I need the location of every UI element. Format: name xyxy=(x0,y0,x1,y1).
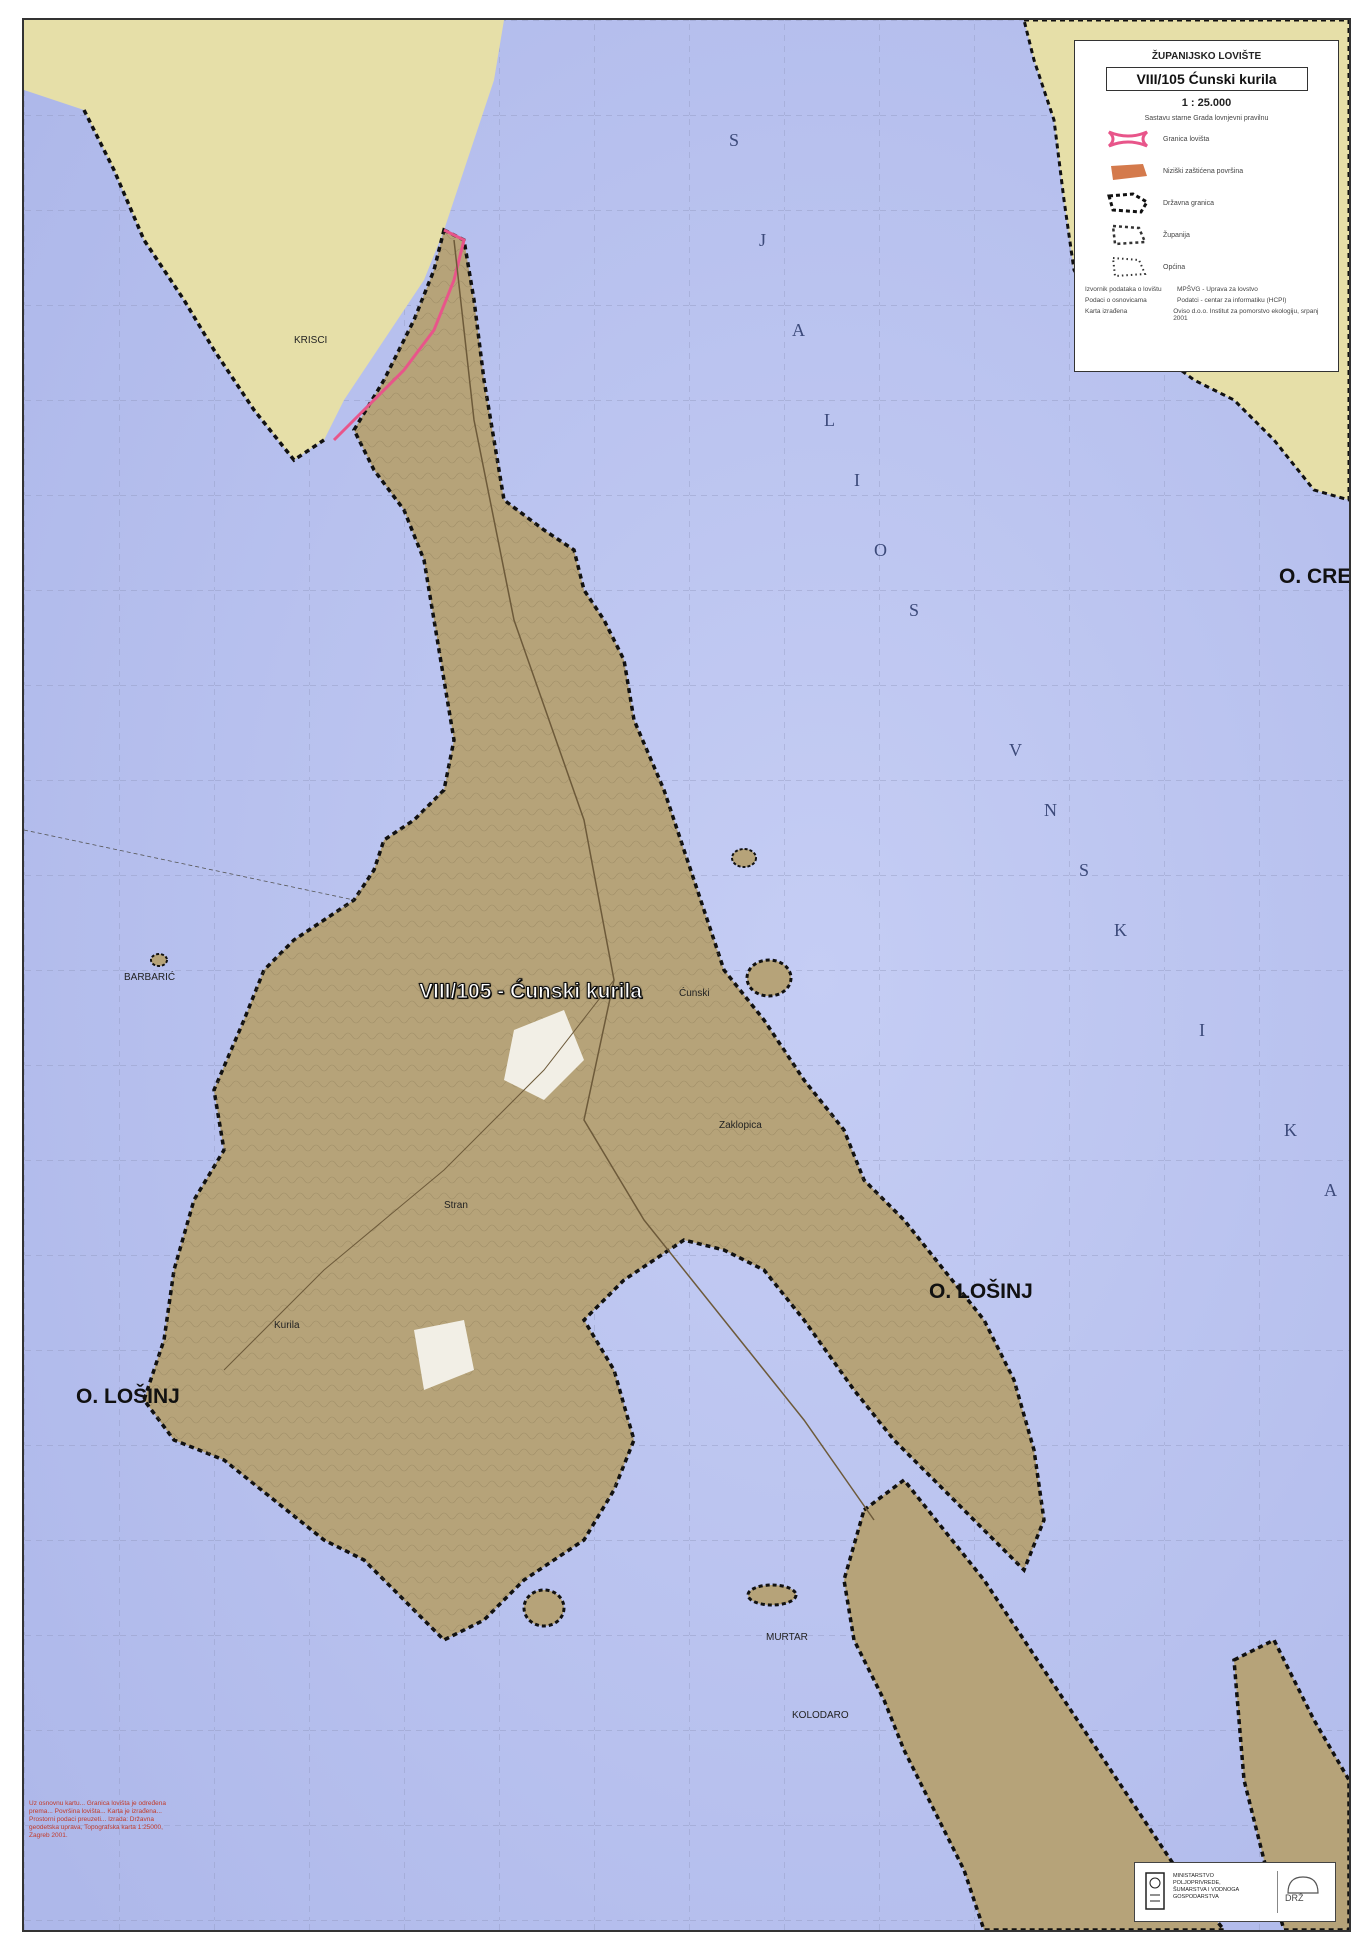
pink-outline-icon xyxy=(1107,130,1149,148)
legend-label: Županija xyxy=(1163,231,1190,239)
legend-row: Državna granica xyxy=(1085,188,1328,218)
black-dashed-outline-icon xyxy=(1107,192,1150,214)
legend-label: Općina xyxy=(1163,263,1186,271)
sea-letter: A xyxy=(792,320,805,340)
ministry-logo-icon xyxy=(1145,1872,1165,1910)
legend-row: Županija xyxy=(1085,220,1328,250)
sea-letter: I xyxy=(854,470,860,490)
clearing-2 xyxy=(414,1320,474,1390)
ferry-line xyxy=(24,829,355,901)
legend-subtitle: Sastavu starne Grada lovnjevni pravilnu xyxy=(1144,115,1269,122)
map-legend: ŽUPANIJSKO LOVIŠTE VIII/105 Ćunski kuril… xyxy=(1074,40,1339,372)
small-island-1 xyxy=(745,958,793,998)
map-notes: Uz osnovnu kartu... Granica lovišta je o… xyxy=(29,1800,166,1839)
sea-letter: N xyxy=(1044,800,1057,820)
sea-letter: K xyxy=(1284,1120,1297,1140)
sea-letter: S xyxy=(1079,860,1090,880)
sea-letter: J xyxy=(759,230,767,250)
north-coast xyxy=(82,109,325,463)
place-label: KOLODARO xyxy=(792,1710,849,1721)
meta-value: Podatci - centar za informatiku (HCPI) xyxy=(1177,297,1287,304)
sea-letter: S xyxy=(729,130,740,150)
island-label-losinj-east: O. LOŠINJ xyxy=(929,1280,1033,1303)
small-island-4 xyxy=(731,848,757,868)
legend-meta-row: Izvornik podataka o lovištu MPŠVG - Uprav… xyxy=(1085,286,1328,293)
southeast-land-2 xyxy=(1232,1637,1349,1930)
tree-logo-icon xyxy=(1277,1871,1319,1913)
legend-label: Državna granica xyxy=(1163,199,1214,207)
ministry-logo-text: MINISTARSTVO POLJOPRIVREDE, ŠUMARSTVA I … xyxy=(1173,1873,1239,1900)
legend-row: Niziški zaštićena površina xyxy=(1085,156,1328,186)
hunting-ground-label: VIII/105 - Ćunski kurila xyxy=(419,980,643,1004)
dotted-outline-icon xyxy=(1111,256,1147,278)
second-logo-text: DRŽ xyxy=(1285,1893,1304,1903)
sea-letter: K xyxy=(1114,920,1127,940)
place-label: Kurila xyxy=(274,1320,300,1331)
secondary-road xyxy=(223,979,615,1371)
small-island-2 xyxy=(522,1588,566,1628)
meta-key: Podaci o osnovicama xyxy=(1085,297,1147,304)
place-label: Ćunski xyxy=(679,988,710,999)
island-label-cres: O. CRES xyxy=(1279,565,1351,588)
terrain-hatch xyxy=(144,230,1044,1640)
north-land xyxy=(24,20,504,460)
map-frame: S J A L I O S V N S K I K A O. CRES O. L… xyxy=(22,18,1351,1932)
main-road xyxy=(453,239,875,1521)
place-label: KRISCI xyxy=(294,335,328,346)
legend-meta-row: Karta izrađena Oviso d.o.o. Institut za p… xyxy=(1085,308,1328,322)
pink-boundary xyxy=(332,228,466,442)
dashed-outline-icon xyxy=(1111,224,1147,246)
meta-value: MPŠVG - Uprava za lovstvo xyxy=(1177,286,1258,293)
island-label-losinj-west: O. LOŠINJ xyxy=(76,1385,180,1408)
legend-title: VIII/105 Ćunski kurila xyxy=(1105,67,1308,91)
sea-letter: O xyxy=(874,540,887,560)
sea-letter: L xyxy=(824,410,835,430)
logo-box: MINISTARSTVO POLJOPRIVREDE, ŠUMARSTVA I … xyxy=(1134,1862,1336,1922)
legend-row: Općina xyxy=(1085,252,1328,282)
place-label: Zaklopica xyxy=(719,1120,762,1131)
orange-area-icon xyxy=(1111,164,1147,180)
clearing-1 xyxy=(504,1010,584,1100)
sea-letter: S xyxy=(909,600,920,620)
small-island-5 xyxy=(150,953,168,967)
legend-label: Granica lovišta xyxy=(1163,135,1210,143)
meta-key: Izvornik podataka o lovištu xyxy=(1085,286,1162,293)
legend-row: Granica lovišta xyxy=(1085,124,1328,154)
small-island-3 xyxy=(746,1583,798,1607)
place-label: BARBARIĆ xyxy=(124,972,176,983)
legend-header: ŽUPANIJSKO LOVIŠTE xyxy=(1151,51,1262,62)
legend-scale: 1 : 25.000 xyxy=(1181,97,1232,109)
place-label: MURTAR xyxy=(766,1632,808,1643)
sea-letter: A xyxy=(1324,1180,1337,1200)
sea-letter: V xyxy=(1009,740,1022,760)
sea-letter: I xyxy=(1199,1020,1205,1040)
meta-value: Oviso d.o.o. Institut za pomorstvo ekolo… xyxy=(1173,308,1319,322)
legend-meta-row: Podaci o osnovicama Podatci - centar za i… xyxy=(1085,297,1328,304)
legend-label: Niziški zaštićena površina xyxy=(1163,167,1244,175)
place-label: Stran xyxy=(444,1200,468,1211)
meta-key: Karta izrađena xyxy=(1085,308,1128,315)
